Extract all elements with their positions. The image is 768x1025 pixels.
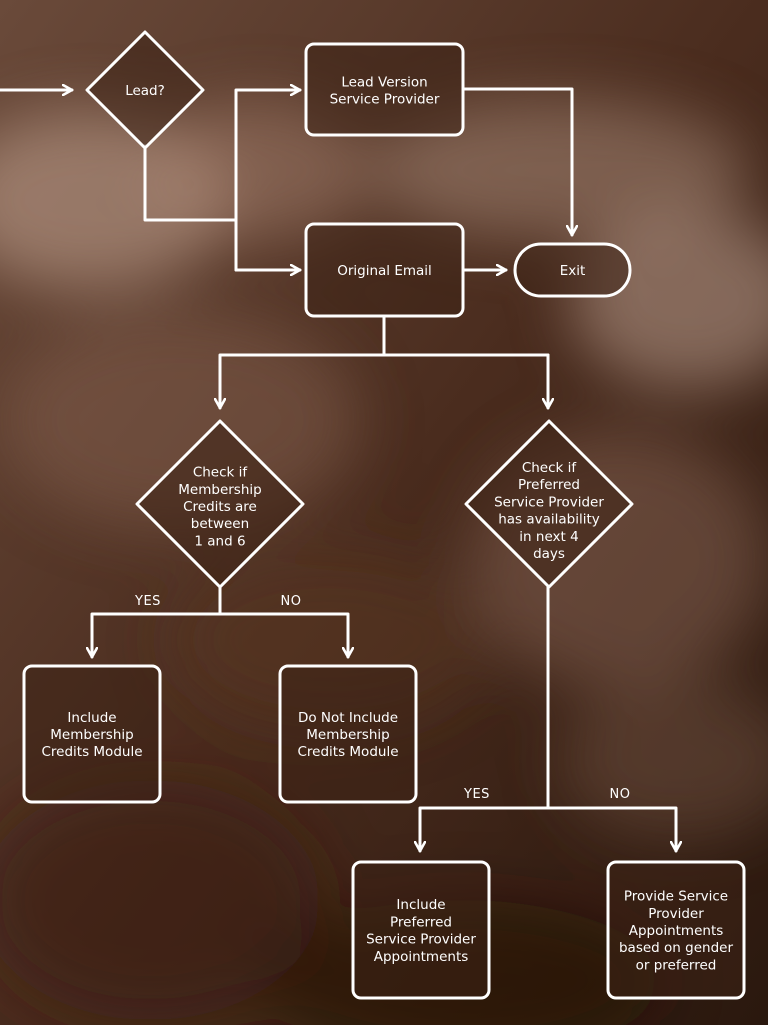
- node-text-line: Membership: [306, 727, 389, 743]
- node-text-line: days: [533, 546, 565, 562]
- node-text-line: Check if: [193, 465, 249, 481]
- node-text-line: Appointments: [629, 923, 724, 939]
- edge-lead-to-branch: [143, 144, 238, 222]
- edge-labels: YES NO YES NO: [134, 594, 630, 802]
- node-text-line: based on gender: [619, 940, 733, 956]
- edges: [0, 87, 676, 853]
- lead-decision: [85, 30, 205, 150]
- node-text-line: Preferred: [390, 914, 452, 930]
- node-text-line: Credits Module: [297, 744, 398, 760]
- edge-check-credits-split: [92, 585, 222, 659]
- node-text-line: 1 and 6: [194, 533, 245, 549]
- node-text-line: Preferred: [518, 477, 580, 493]
- node-text-line: has availability: [498, 512, 600, 528]
- availability-no-label: NO: [610, 787, 631, 802]
- node-text-line: Credits Module: [41, 744, 142, 760]
- node-text-line: Include: [396, 897, 445, 913]
- node-text-line: Include: [67, 710, 116, 726]
- node-text-line: Provider: [648, 906, 704, 922]
- include-credits-process: [22, 664, 162, 804]
- check-credits-decision: [135, 419, 305, 589]
- original-email-text: Original Email: [337, 263, 432, 279]
- exclude-credits-process: [278, 664, 418, 804]
- node-text-line: Do Not Include: [298, 710, 398, 726]
- lead-decision-text: Lead?: [125, 83, 165, 99]
- edge-to-check-credits: [220, 353, 550, 408]
- node-text-line: Service Provider: [330, 92, 440, 108]
- include-preferred-process: [351, 860, 491, 1000]
- node-text-line: Check if: [522, 460, 578, 476]
- node-text-line: Lead Version: [341, 74, 427, 90]
- availability-yes-label: YES: [463, 787, 490, 802]
- edge-availability-no: [546, 806, 676, 853]
- node-text-line: between: [191, 516, 249, 532]
- node-text-line: in next 4: [519, 529, 578, 545]
- node-text-line: Appointments: [374, 949, 469, 965]
- edge-credits-no: [218, 612, 348, 659]
- exit-text: Exit: [560, 263, 586, 279]
- original-email-process: [304, 222, 465, 318]
- edge-lead-version-to-exit: [461, 87, 572, 237]
- check-availability-decision: [464, 419, 634, 589]
- lead-version-process: [304, 42, 465, 137]
- edge-to-original-email: [234, 218, 302, 270]
- credits-yes-label: YES: [134, 594, 161, 609]
- node-text-line: Credits are: [183, 499, 257, 515]
- edge-to-lead-version: [234, 90, 302, 272]
- node-text-line: Membership: [50, 727, 133, 743]
- node-text-line: or preferred: [636, 957, 717, 973]
- edge-check-availability-split: [420, 585, 550, 853]
- node-text-line: Membership: [178, 482, 261, 498]
- node-text-line: Provide Service: [624, 889, 728, 905]
- exit-terminator: [513, 242, 632, 298]
- node-text-line: Service Provider: [494, 494, 604, 510]
- node-text-line: Exit: [560, 263, 586, 279]
- provide-appointments-process: [606, 860, 746, 1000]
- node-text-line: Lead?: [125, 83, 165, 99]
- node-text-line: Service Provider: [366, 932, 476, 948]
- node-text-line: Original Email: [337, 263, 432, 279]
- credits-no-label: NO: [281, 594, 302, 609]
